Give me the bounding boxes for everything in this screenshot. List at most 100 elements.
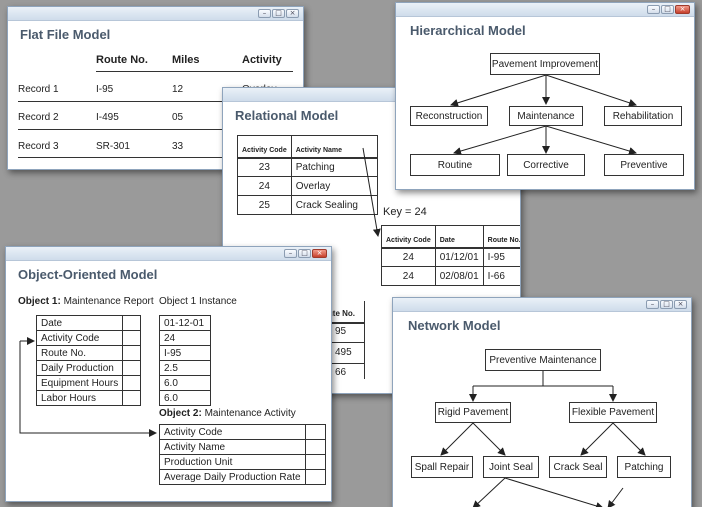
- close-icon[interactable]: ×: [312, 249, 327, 258]
- field-slot: [122, 330, 142, 346]
- close-icon[interactable]: ×: [675, 5, 690, 14]
- field-name: Daily Production: [35, 360, 124, 376]
- header-divider: [96, 71, 293, 72]
- instance-label: Object 1 Instance: [159, 296, 237, 307]
- object1-heading: Object 1: Maintenance Report: [18, 296, 154, 307]
- field-row: Date: [35, 315, 142, 331]
- maximize-icon[interactable]: □: [298, 249, 311, 258]
- object1-name: Maintenance Report: [63, 296, 154, 307]
- close-icon[interactable]: ×: [674, 300, 687, 309]
- row-divider: [18, 129, 293, 130]
- column-header: Activity: [242, 54, 282, 66]
- record-label: Record 1: [18, 84, 59, 95]
- window-title: Network Model: [408, 318, 501, 333]
- route-cell: I-95: [96, 84, 114, 95]
- value-row: 6.0: [159, 390, 211, 406]
- column-header: Activity Code: [381, 225, 436, 249]
- node-rehabilitation: Rehabilitation: [604, 106, 682, 126]
- table-cell: 24: [237, 176, 292, 196]
- value-row: 6.0: [159, 375, 211, 391]
- field-name: Average Daily Production Rate: [159, 469, 306, 485]
- field-row: Daily Production: [35, 360, 142, 376]
- field-slot: [122, 375, 142, 391]
- field-name: Date: [35, 315, 124, 331]
- column-header: Route No.: [482, 225, 520, 249]
- miles-cell: 12: [172, 84, 184, 95]
- field-name: Production Unit: [159, 454, 306, 470]
- table-cell: 66: [335, 367, 347, 378]
- table-cell: Overlay: [290, 176, 378, 196]
- maximize-icon[interactable]: □: [661, 5, 674, 14]
- field-slot: [304, 439, 326, 455]
- instance-value: 24: [159, 330, 211, 346]
- table-cell: 25: [237, 195, 292, 215]
- row-divider: [313, 363, 365, 364]
- column-header: Activity Name: [290, 135, 378, 159]
- table-cell: Patching: [290, 157, 378, 177]
- node-corrective: Corrective: [507, 154, 585, 176]
- node-flexible-pavement: Flexible Pavement: [569, 402, 657, 423]
- column-header: oute No.: [323, 309, 355, 318]
- table-cell: I-66: [482, 266, 520, 286]
- window-title: Hierarchical Model: [410, 23, 526, 38]
- node-maintenance: Maintenance: [509, 106, 583, 126]
- field-slot: [304, 454, 326, 470]
- field-row: Activity Code: [159, 424, 326, 440]
- column-header: Activity Code: [237, 135, 292, 159]
- object2-heading: Object 2: Maintenance Activity: [159, 408, 296, 419]
- value-row: 01-12-01: [159, 315, 211, 331]
- table-cell: 495: [335, 347, 352, 358]
- field-slot: [122, 360, 142, 376]
- table-cell: 95: [335, 326, 347, 337]
- close-icon[interactable]: ×: [286, 9, 299, 18]
- node-pavement-improvement: Pavement Improvement: [490, 53, 600, 75]
- object2-fields: Activity Code Activity Name Production U…: [159, 424, 326, 485]
- field-name: Activity Code: [35, 330, 124, 346]
- hierarchical-window: – □ × Hierarchical Model Pavement Improv…: [395, 2, 695, 190]
- row-divider: [313, 342, 365, 343]
- table-cell: Crack Sealing: [290, 195, 378, 215]
- object2-name: Maintenance Activity: [204, 408, 296, 419]
- object1-label: Object 1:: [18, 296, 61, 307]
- object1-instance: 01-12-01 24 I-95 2.5 6.0 6.0: [159, 315, 211, 406]
- field-row: Activity Code: [35, 330, 142, 346]
- instance-value: 2.5: [159, 360, 211, 376]
- route-cell: I-495: [96, 112, 119, 123]
- titlebar: – □ ×: [393, 298, 691, 312]
- miles-cell: 05: [172, 112, 184, 123]
- node-rigid-pavement: Rigid Pavement: [435, 402, 511, 423]
- maximize-icon[interactable]: □: [272, 9, 285, 18]
- minimize-icon[interactable]: –: [646, 300, 659, 309]
- table-cell: 01/12/01: [434, 247, 484, 267]
- window-title: Object-Oriented Model: [18, 267, 158, 282]
- field-slot: [122, 390, 142, 406]
- minimize-icon[interactable]: –: [284, 249, 297, 258]
- node-routine: Routine: [410, 154, 500, 176]
- value-row: I-95: [159, 345, 211, 361]
- field-slot: [122, 315, 142, 331]
- node-spall-repair: Spall Repair: [411, 456, 473, 478]
- node-joint-seal: Joint Seal: [483, 456, 539, 478]
- value-row: 24: [159, 330, 211, 346]
- minimize-icon[interactable]: –: [258, 9, 271, 18]
- route-table: oute No. 95 495 66: [313, 301, 365, 379]
- field-name: Equipment Hours: [35, 375, 124, 391]
- node-preventive: Preventive: [604, 154, 684, 176]
- network-window: – □ × Network Model Preventive Maintenan…: [392, 297, 692, 507]
- column-header: Route No.: [96, 54, 148, 66]
- minimize-icon[interactable]: –: [647, 5, 660, 14]
- table-cell: 23: [237, 157, 292, 177]
- object1-fields: Date Activity Code Route No. Daily Produ…: [35, 315, 142, 406]
- maximize-icon[interactable]: □: [660, 300, 673, 309]
- field-row: Activity Name: [159, 439, 326, 455]
- instance-value: I-95: [159, 345, 211, 361]
- object2-label: Object 2:: [159, 408, 202, 419]
- table-cell: 02/08/01: [434, 266, 484, 286]
- value-row: 2.5: [159, 360, 211, 376]
- node-reconstruction: Reconstruction: [410, 106, 488, 126]
- record-label: Record 2: [18, 112, 59, 123]
